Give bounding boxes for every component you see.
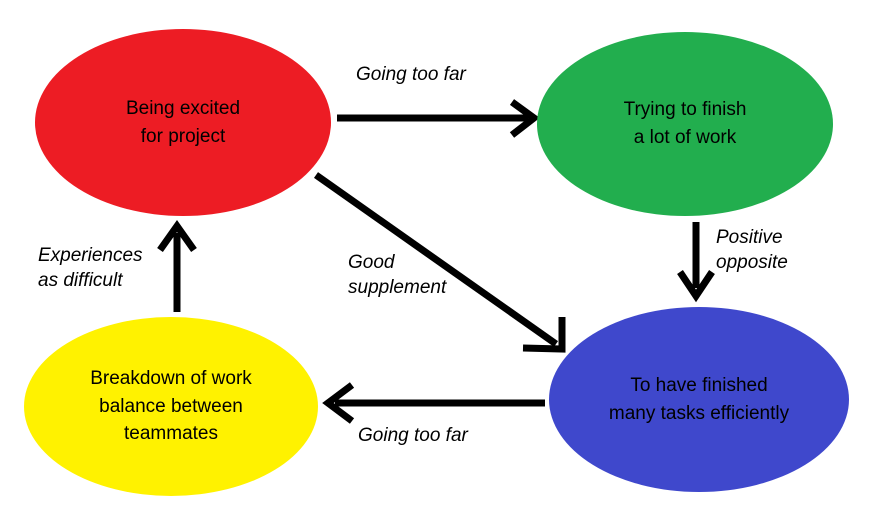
node-breakdown-of-work-balance-between-teammates[interactable]: Breakdown of work balance between teamma… xyxy=(24,317,318,496)
edge-label-blue-to-yellow: Going too far xyxy=(358,425,468,446)
arrow-red-to-green xyxy=(337,99,540,138)
edge-label-yellow-to-red: Experiences as difficult xyxy=(38,245,143,292)
node-label: Being excited for project xyxy=(125,97,241,147)
node-label: Trying to finish a lot of work xyxy=(623,99,747,148)
edge-label-red-to-green: Going too far xyxy=(356,64,466,85)
node-label: Breakdown of work balance between teamma… xyxy=(90,368,252,445)
arrow-blue-to-yellow xyxy=(322,382,545,424)
node-being-excited-for-project[interactable]: Being excited for project xyxy=(35,29,331,216)
arrow-red-to-blue xyxy=(313,172,566,353)
arrow-yellow-to-red xyxy=(157,219,197,312)
edge-label-green-to-blue: Positive opposite xyxy=(716,227,788,274)
node-to-have-finished-many-tasks-efficiently[interactable]: To have finished many tasks efficiently xyxy=(549,307,849,492)
node-label: To have finished many tasks efficiently xyxy=(608,374,790,424)
edge-label-red-to-blue: Good supplement xyxy=(348,252,447,299)
node-trying-to-finish-a-lot-of-work[interactable]: Trying to finish a lot of work xyxy=(537,32,833,216)
arrow-green-to-blue xyxy=(677,222,715,303)
